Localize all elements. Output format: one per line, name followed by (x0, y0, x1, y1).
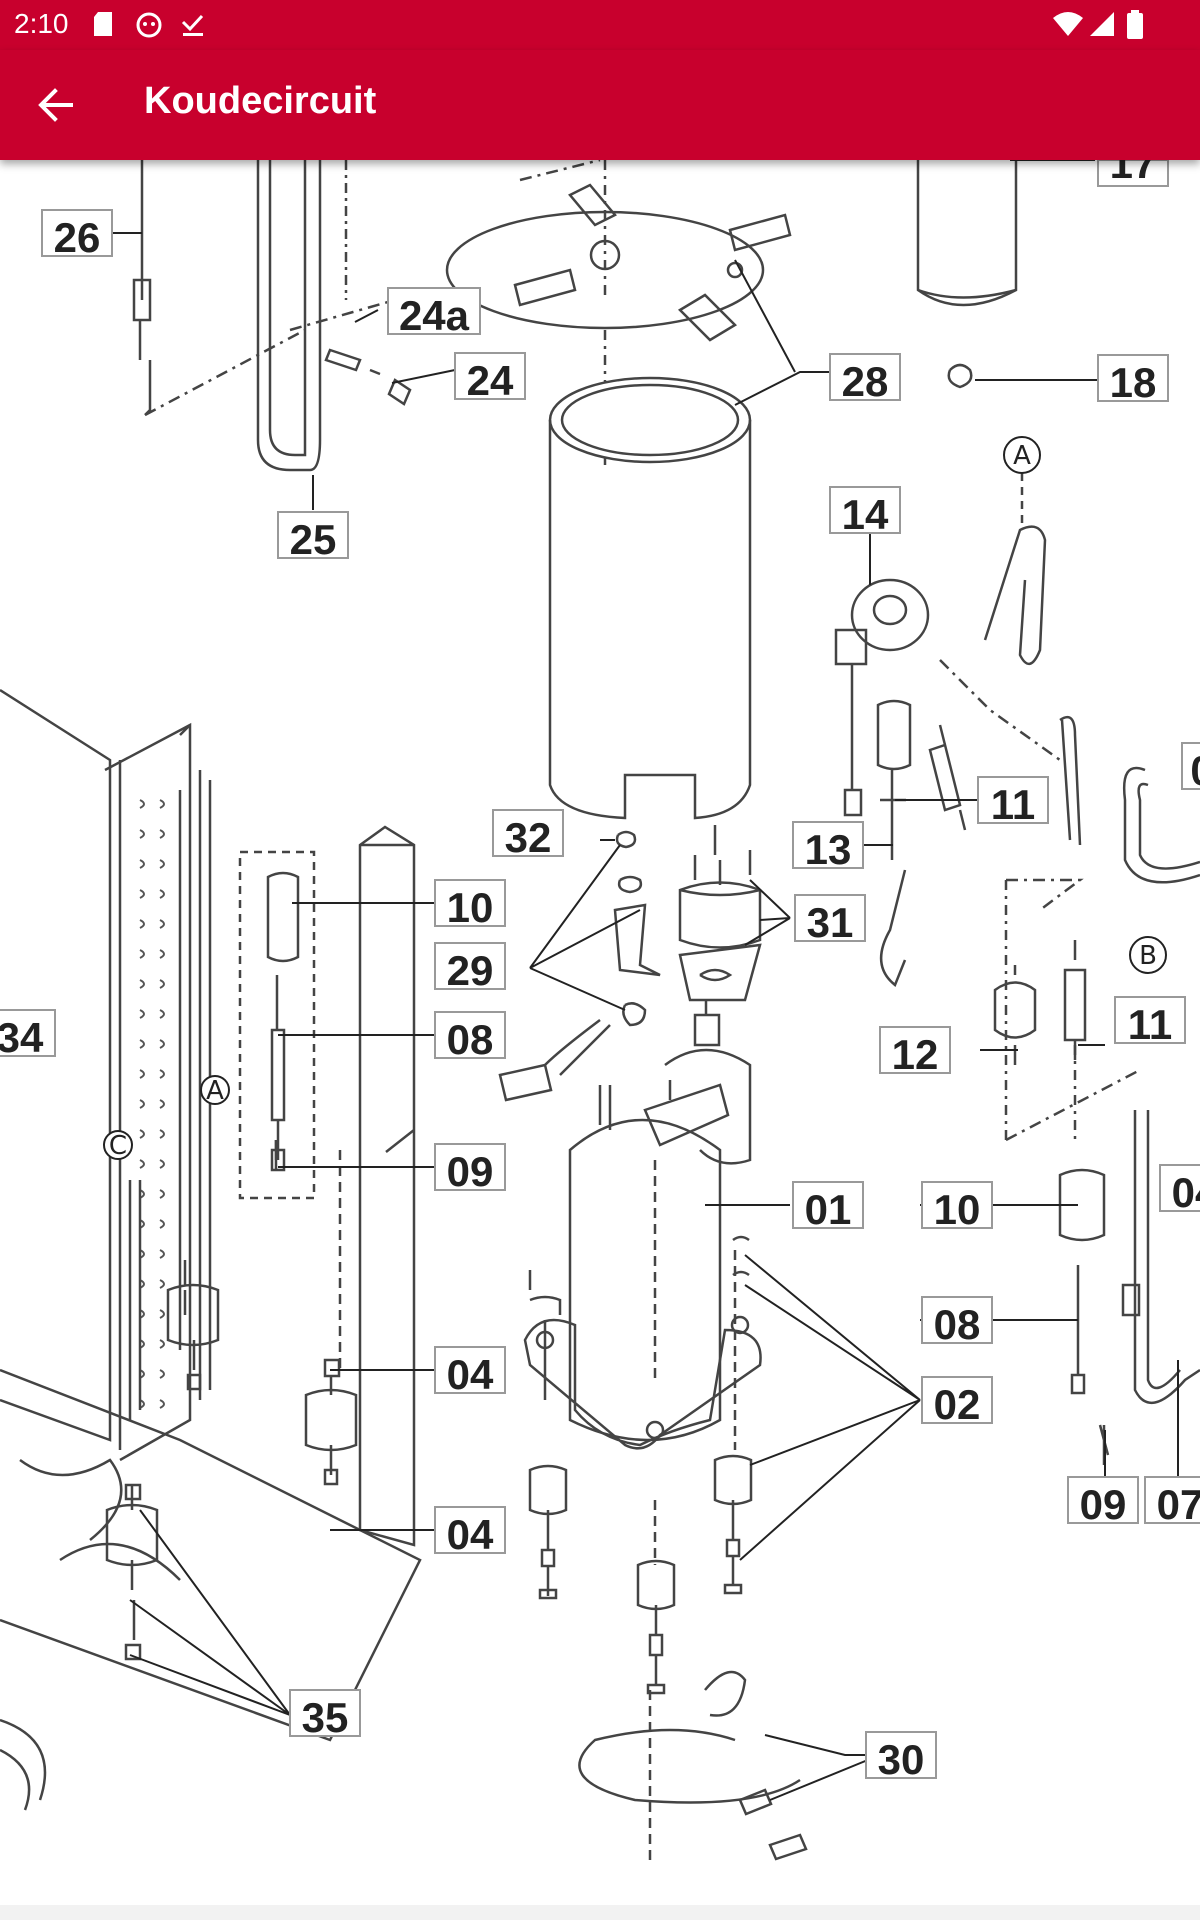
svg-text:10: 10 (447, 884, 494, 931)
marker-a-top: A (1013, 441, 1031, 471)
svg-text:30: 30 (878, 1736, 925, 1783)
part-label-08-left: 08 (434, 1011, 506, 1063)
svg-text:09: 09 (447, 1148, 494, 1195)
svg-text:29: 29 (447, 947, 494, 994)
sd-card-icon (94, 12, 112, 36)
signal-icon (1090, 12, 1114, 36)
marker-a-left: A (206, 1076, 224, 1106)
svg-text:34: 34 (0, 1014, 44, 1061)
svg-text:10: 10 (934, 1186, 981, 1233)
arrow-back-icon (38, 88, 73, 122)
part-label-10-right: 10 (921, 1181, 993, 1233)
svg-text:11: 11 (1128, 1001, 1172, 1048)
svg-text:04: 04 (1172, 1169, 1200, 1216)
svg-text:25: 25 (290, 516, 337, 563)
part-label-0-edge: 0 (1181, 742, 1200, 794)
part-label-04-upper: 04 (434, 1346, 506, 1398)
download-done-icon (181, 14, 204, 36)
part-label-11-top: 11 (977, 776, 1049, 828)
part-label-28: 28 (829, 353, 901, 405)
svg-text:17: 17 (1110, 160, 1157, 187)
app-bar: Koudecircuit (0, 50, 1200, 160)
part-label-04-lower: 04 (434, 1506, 506, 1558)
svg-text:14: 14 (842, 491, 889, 538)
svg-text:09: 09 (1080, 1481, 1127, 1528)
part-label-01: 01 (792, 1181, 864, 1233)
bottom-edge (0, 1905, 1200, 1920)
part-label-08-right: 08 (921, 1296, 993, 1348)
part-label-12: 12 (879, 1026, 951, 1078)
part-label-13: 13 (792, 821, 864, 873)
part-label-26: 26 (41, 209, 113, 261)
svg-text:24a: 24a (399, 292, 470, 339)
svg-text:07: 07 (1157, 1481, 1200, 1528)
part-label-04-edge: 04 (1159, 1164, 1200, 1216)
part-label-30: 30 (865, 1731, 937, 1783)
svg-text:28: 28 (842, 358, 889, 405)
battery-icon (1127, 10, 1143, 39)
part-label-14: 14 (829, 486, 901, 538)
part-label-17: 17 (1097, 160, 1169, 187)
back-button[interactable] (20, 72, 90, 138)
status-time: 2:10 (14, 8, 69, 39)
part-label-09-right: 09 (1067, 1476, 1139, 1528)
svg-text:32: 32 (505, 814, 552, 861)
part-label-32: 32 (492, 809, 564, 861)
refrigeration-circuit-diagram[interactable]: A B A C 26 24a 24 25 28 17 18 14 11 13 3… (0, 160, 1200, 1905)
svg-text:08: 08 (934, 1301, 981, 1348)
part-label-10-left: 10 (434, 879, 506, 931)
part-label-34: 34 (0, 1009, 56, 1061)
part-label-07: 07 (1144, 1476, 1200, 1528)
marker-b: B (1139, 941, 1157, 971)
part-label-09-left: 09 (434, 1143, 506, 1195)
svg-text:01: 01 (805, 1186, 852, 1233)
part-label-25: 25 (277, 511, 349, 563)
wifi-icon (1053, 12, 1083, 36)
svg-text:13: 13 (805, 826, 852, 873)
svg-text:08: 08 (447, 1016, 494, 1063)
svg-text:04: 04 (447, 1351, 494, 1398)
svg-text:0: 0 (1190, 747, 1200, 794)
svg-text:26: 26 (54, 214, 101, 261)
svg-text:35: 35 (302, 1694, 349, 1741)
marker-c: C (109, 1131, 127, 1161)
svg-text:11: 11 (991, 781, 1035, 828)
part-label-24a: 24a (387, 287, 481, 339)
part-label-11-right: 11 (1114, 996, 1186, 1048)
svg-text:02: 02 (934, 1381, 981, 1428)
part-label-29: 29 (434, 942, 506, 994)
svg-text:31: 31 (807, 899, 854, 946)
status-bar: 2:10 (0, 0, 1200, 50)
svg-text:04: 04 (447, 1511, 494, 1558)
svg-text:18: 18 (1110, 359, 1157, 406)
svg-text:12: 12 (892, 1031, 939, 1078)
page-title: Koudecircuit (144, 80, 377, 122)
part-label-02: 02 (921, 1376, 993, 1428)
part-label-31: 31 (794, 894, 866, 946)
part-label-24: 24 (454, 352, 526, 404)
svg-text:24: 24 (467, 357, 514, 404)
part-label-18: 18 (1097, 354, 1169, 406)
exploded-parts-drawing: A B A C 26 24a 24 25 28 17 18 14 11 13 3… (0, 160, 1200, 1861)
cat-icon (136, 12, 162, 38)
part-label-35: 35 (289, 1689, 361, 1741)
